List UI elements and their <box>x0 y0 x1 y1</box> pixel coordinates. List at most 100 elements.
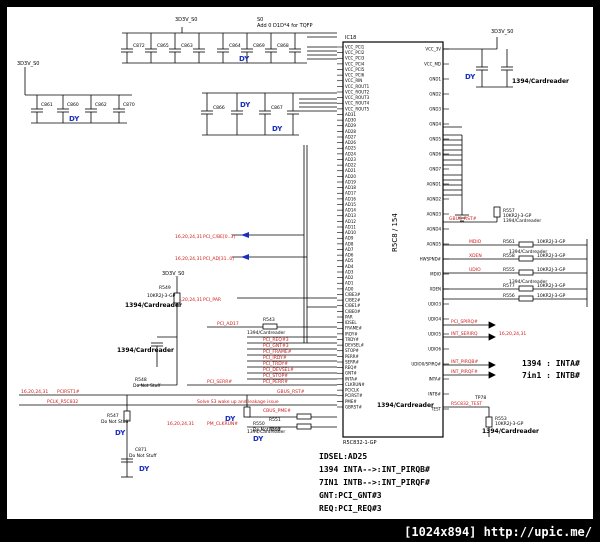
sig-spi: PCI_SPIRQ# <box>451 319 478 325</box>
sig-pci-devsel: PCI_DEVSEL# <box>263 367 294 373</box>
res-r555: R555 <box>503 267 515 273</box>
ic-pin-label: UDIO0/SPIRQ# <box>411 361 441 366</box>
ic-pin-label: AD3 <box>345 269 354 274</box>
ic-pin-label: GND1 <box>429 76 441 81</box>
cap-c867: C867 <box>271 105 283 111</box>
ic-pin-label: AGND5 <box>427 241 442 246</box>
vcc-top-label: 3D3V_S0 <box>175 17 198 23</box>
dy-top-1: DY <box>239 55 250 63</box>
ic-pin-label: AGND1 <box>427 181 442 186</box>
ic-pin-label: GND3 <box>429 106 441 111</box>
ic-pin-label: VCC_RIN <box>345 78 362 83</box>
ic-pin-label: VCC_ROUT4 <box>345 101 370 106</box>
res-r549: R549 <box>159 285 171 291</box>
dy-right-top: DY <box>465 73 476 81</box>
ic-pin-label: C/BE1# <box>345 303 361 308</box>
ic-pin-label: AD4 <box>345 264 354 269</box>
ic-pin-label: AD24 <box>345 151 356 156</box>
ic-refdes: IC18 <box>345 35 356 41</box>
sig-mdio: MDIO <box>469 239 482 245</box>
right-top-cardreader: 1394/Cardreader <box>512 78 569 85</box>
ic-pin-label: VCC_ROUT1 <box>345 84 370 89</box>
summary-line-5: REQ:PCI_REQ#3 <box>319 504 382 513</box>
ref-clkrun: 16,20,24,31 <box>167 421 194 427</box>
ic-pin-label: AD30 <box>345 118 356 123</box>
ic-pin-label: PCIRST# <box>345 393 363 398</box>
res-r558: R558 <box>503 253 515 259</box>
right-int-nets <box>443 321 496 437</box>
sig-cbus-pme: CBUS_PME# <box>263 408 291 414</box>
res-r561: R561 <box>503 239 515 245</box>
ic-pin-label: AD12 <box>345 219 356 224</box>
pci-bus-arrows <box>241 232 249 260</box>
ic-pin-label: C/BE3# <box>345 292 361 297</box>
ic-pin-label: VCC_MD <box>424 61 441 66</box>
ic-pin-label: VCC_PCI1 <box>345 44 365 49</box>
ic-pin-label: GND5 <box>429 136 441 141</box>
ic-pin-label: GND4 <box>429 121 441 126</box>
ic-pin-label: AD7 <box>345 247 354 252</box>
ic-pin-label: VCC_3V <box>425 46 441 51</box>
res-value-4: 10KR2J-3-GP <box>537 283 566 289</box>
ic-pin-label: PAR <box>345 314 353 319</box>
note-7in1-intb: 7in1 : INTB# <box>522 370 580 380</box>
summary-line-1: IDSEL:AD25 <box>319 452 367 461</box>
res-r551: R551 <box>269 417 281 423</box>
ic-pin-label: AD29 <box>345 123 356 128</box>
res-r552: R552 <box>269 427 281 433</box>
ic-pin-label: VCC_PCI3 <box>345 56 365 61</box>
cap-c872: C872 <box>133 43 145 49</box>
ic-body <box>342 41 444 438</box>
pci-bus-wires <box>232 145 337 343</box>
dns-r550: Do Not Stuff <box>253 427 281 433</box>
sig-test: R5C832_TEST <box>451 401 482 407</box>
sig-pci-trdy: PCI_TRDY# <box>263 361 288 367</box>
sig-udio: UDIO <box>469 267 481 273</box>
ic-pin-label: DEVSEL# <box>345 343 365 348</box>
ic-pin-label: INTB# <box>428 391 441 396</box>
summary-line-4: GNT:PCI_GNT#3 <box>319 491 382 500</box>
right-resistor-array <box>443 239 588 307</box>
right-top-power <box>443 37 513 88</box>
cap-c865: C865 <box>157 43 169 49</box>
note-top-2: Add 0 D1D*4 for TQFP <box>257 23 313 29</box>
cap-c862: C862 <box>95 102 107 108</box>
ic-pin-label: AD26 <box>345 140 356 145</box>
sig-pci-req3: PCI_REQ#3 <box>263 337 289 343</box>
res-r557: R557 <box>503 208 515 214</box>
ic-pin-label: TEST <box>430 406 442 411</box>
schematic-sheet: IC18 R5C832-1-GP 1394/Cardreader R5C8 / … <box>7 7 593 519</box>
ic-pin-label: UDIO5 <box>428 331 441 336</box>
ic-pin-label: VCC_ROUT3 <box>345 95 370 100</box>
sig-pci-frame: PCI_FRAME# <box>263 349 292 355</box>
ic-vendor-label: 1394/Cardreader <box>377 402 434 409</box>
tp-tp78: TP78 <box>474 395 486 401</box>
ic-pin-label: AGND4 <box>427 226 442 231</box>
cap-c868: C868 <box>277 43 289 49</box>
res-r549-value: 10KR2J-3-GP <box>147 293 176 299</box>
sig-pci-irdy: PCI_IRDY# <box>263 355 287 361</box>
ic-pin-label: AGND2 <box>427 196 442 201</box>
ic-pin-label: VCC_ROUT5 <box>345 106 370 111</box>
note-solve: Solve S3 wake up and leakage issue <box>197 399 279 405</box>
ic-pin-label: AD22 <box>345 163 356 168</box>
cap-c869: C869 <box>253 43 265 49</box>
sig-int-pirqf: INT_PIRQF# <box>451 369 478 375</box>
ic-pin-label: FRAME# <box>345 326 363 331</box>
sig-pci-ad17: PCI_AD17 <box>217 321 239 327</box>
res-r556: R556 <box>503 293 515 299</box>
res-array-cardreader: 1394/Cardreader <box>509 249 547 255</box>
res-r557-value: 10KR2J-3-GP <box>503 213 532 219</box>
res-array-cardreader-2: 1394/Cardreader <box>509 279 547 285</box>
ic-pin-label: VCC_PCI6 <box>345 73 365 78</box>
res-r577: R577 <box>503 283 515 289</box>
ic-pin-label: UDIO6 <box>428 346 441 351</box>
dns-c871: Do Not Stuff <box>129 453 157 459</box>
sig-pciclk: PCLK_R5C832 <box>47 399 78 405</box>
schematic-diagram: IC18 R5C832-1-GP 1394/Cardreader R5C8 / … <box>17 17 588 513</box>
summary-line-3: 7IN1 INTB-->:INT_PIRQF# <box>319 478 430 487</box>
ic-pin-label: AD6 <box>345 253 354 258</box>
ic-pin-label: AD18 <box>345 185 356 190</box>
ref-par: 16,20,24,31 <box>175 297 202 303</box>
dy-mid-2: DY <box>272 125 283 133</box>
